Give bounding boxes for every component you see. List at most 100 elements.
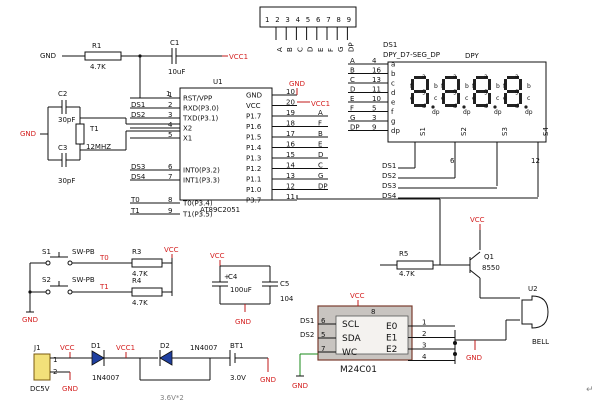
- segment-dp-dot: [493, 105, 497, 109]
- q1-ref: Q1: [484, 253, 494, 261]
- display-select-s2: S2: [460, 127, 468, 136]
- segment-bar: [504, 93, 507, 104]
- d2-ref: D2: [160, 342, 170, 350]
- s2-ref: S2: [42, 276, 51, 284]
- switch-network: S1 SW-PB S2 SW-PB T0 R3 4.7K VCC T1 R4 4…: [22, 246, 179, 324]
- segment-bar: [488, 93, 491, 104]
- segment-bar: [457, 79, 460, 90]
- segment-bar: [519, 79, 522, 90]
- display-input-pin: 9: [372, 124, 376, 132]
- bus-letter-g: G: [337, 47, 345, 52]
- eeprom-part: M24C01: [340, 365, 377, 375]
- segment-label-g: g: [453, 88, 457, 95]
- display-input-seg: c: [391, 80, 395, 88]
- display-input-seg: g: [391, 118, 395, 126]
- segment-bar: [504, 79, 507, 90]
- segment-label-a: a: [453, 73, 457, 80]
- mcu-left-net-ds2: DS2: [131, 111, 145, 119]
- t1-ref: T1: [89, 125, 99, 133]
- bus-letter-e: E: [317, 48, 325, 52]
- mcu-left-net-ds1: DS1: [131, 101, 145, 109]
- s1-net: T0: [99, 254, 109, 262]
- vcc1-label-d1: VCC1: [116, 344, 135, 352]
- mcu-left-pin-name: INT1(P3.3): [183, 177, 220, 185]
- display-input-seg: dp: [391, 127, 400, 135]
- segment-label-f: f: [472, 83, 475, 90]
- display-input-seg: d: [391, 89, 395, 97]
- c1-ref: C1: [170, 39, 179, 47]
- s1-ref: S1: [42, 248, 51, 256]
- r4-value: 4.7K: [132, 299, 148, 307]
- display-input-seg: e: [391, 99, 395, 107]
- display-input-pin: 13: [372, 76, 381, 84]
- eeprom-pin8: 8: [371, 308, 375, 316]
- ds-display-title: DPY_D7-SEG_DP: [383, 51, 440, 59]
- segment-bar: [445, 76, 457, 79]
- r3-value: 4.7K: [132, 270, 148, 278]
- segment-label-dp: dp: [463, 109, 471, 116]
- eeprom-right-pin-num: 3: [422, 342, 426, 350]
- select-pin-6: 6: [450, 157, 455, 165]
- d1-ref: D1: [91, 342, 101, 350]
- display-select-s3: S3: [501, 127, 509, 136]
- segment-bar: [476, 104, 488, 107]
- segment-bar: [488, 79, 491, 90]
- header-pin-7: 7: [326, 16, 330, 24]
- mcu-right-pin-num: 14: [286, 162, 295, 170]
- mcu-right-pin-name: P1.0: [246, 186, 261, 194]
- reset-network: GND R1 4.7K 1 C1 10uF VCC1: [40, 39, 248, 99]
- vcc-label-q1: VCC: [470, 216, 485, 224]
- segment-dp-dot: [431, 105, 435, 109]
- gnd-label-r1: GND: [40, 52, 56, 60]
- segment-bar: [445, 90, 457, 93]
- header-pin-5: 5: [306, 16, 310, 24]
- mcu-right-net-c: C: [318, 162, 323, 170]
- header-pin-3: 3: [285, 16, 289, 24]
- mcu-left-pin-name: RXD(P3.0): [183, 105, 219, 113]
- display-input-sig: A: [350, 57, 355, 65]
- eeprom-right-pin-num: 2: [422, 330, 426, 338]
- segment-bar: [414, 104, 426, 107]
- mcu-right-net-g: G: [318, 172, 323, 180]
- display-input-pin: 11: [372, 86, 381, 94]
- display-input-seg: b: [391, 70, 396, 78]
- bus-letter-a: A: [276, 47, 284, 52]
- mcu-right-pin-name: P1.3: [246, 155, 261, 163]
- mcu-right-pin-num: 20: [286, 99, 295, 107]
- segment-label-dp: dp: [525, 109, 533, 116]
- segment-label-d: d: [515, 103, 519, 110]
- display-select-s1: S1: [419, 127, 427, 136]
- mcu-left-net-t1: T1: [130, 207, 140, 215]
- u1-pin1-num: 1: [166, 90, 170, 98]
- mcu-left-net-ds3: DS3: [131, 163, 145, 171]
- mcu-body: [179, 87, 273, 201]
- ds-net-ds4: DS4: [382, 192, 397, 200]
- s2-net: T1: [99, 283, 109, 291]
- mcu-right-pin-name: P1.4: [246, 144, 262, 152]
- segment-label-f: f: [503, 83, 506, 90]
- segment-label-c: c: [465, 95, 468, 102]
- segment-bar: [519, 93, 522, 104]
- header-pin-8: 8: [336, 16, 340, 24]
- display-input-pin: 4: [372, 57, 377, 65]
- display-input-seg: f: [391, 108, 394, 116]
- ds-net-ds3: DS3: [382, 182, 396, 190]
- vcc-label-eeprom: VCC: [350, 292, 365, 300]
- segment-bar: [476, 76, 488, 79]
- bus-letter-c: C: [296, 47, 304, 52]
- ds-display-ref: DS1: [383, 41, 397, 49]
- segment-label-dp: dp: [432, 109, 440, 116]
- crystal-t1: [75, 123, 85, 145]
- segment-bar: [507, 104, 519, 107]
- mcu-right-pin-num: 18: [286, 120, 295, 128]
- segment-label-d: d: [484, 103, 488, 110]
- mcu-right-net-e: E: [318, 141, 322, 149]
- mcu-right-pin-num: 11: [286, 193, 295, 201]
- mcu-right-pin-num: 13: [286, 172, 295, 180]
- eeprom-left-pin-name: SCL: [342, 320, 359, 330]
- mcu-left-net-t0: T0: [130, 196, 140, 204]
